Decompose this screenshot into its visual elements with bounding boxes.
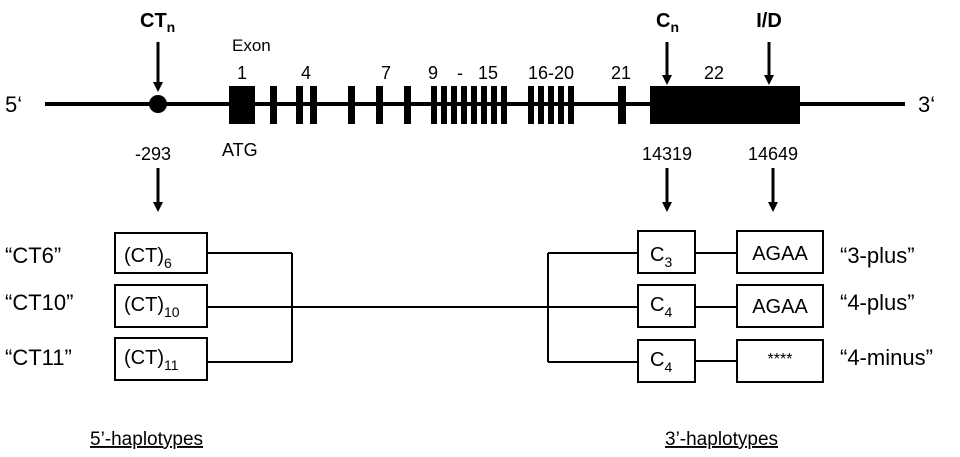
exon-18 [548,86,554,124]
ct-position-label: -293 [135,144,171,164]
exon-label-1: 1 [237,63,247,83]
ct-marker-label: CTn [140,10,175,35]
exon-blocks [229,86,800,124]
exon-label-16-20: 16-20 [528,63,574,83]
exon-20 [568,86,574,124]
ct10-box-label: (CT)10 [124,294,180,320]
exon-19 [558,86,564,124]
exon-13 [481,86,487,124]
exon-title: Exon [232,36,271,55]
name-4-plus: “4-plus” [840,290,915,315]
three-haplotype-group: C3 AGAA “3-plus” C4 AGAA “4-plus” C4 ***… [547,230,933,383]
seq-label-3-plus: AGAA [752,243,808,265]
five-haplotypes-title: 5’-haplotypes [90,429,203,450]
exon-12 [471,86,477,124]
ct6-box-label: (CT)6 [124,245,172,271]
exon-11 [461,86,467,124]
exon-3 [296,86,303,124]
exon-9 [441,86,447,124]
exon-1 [229,86,255,124]
c-position-label: 14319 [642,144,692,164]
c3-box [637,230,696,274]
exon-8 [431,86,437,124]
exon-label-7: 7 [381,63,391,83]
exon-14 [491,86,497,124]
three-haplotypes-title: 3’-haplotypes [665,429,778,450]
atg-label: ATG [222,140,258,160]
exon-label-dash: - [457,63,463,83]
exon-label-4: 4 [301,63,311,83]
seq-box-4-plus [736,284,824,328]
ct11-box [114,337,208,381]
exon-22 [650,86,800,124]
exon-label-22: 22 [704,63,724,83]
exon-10 [451,86,457,124]
ct11-box-label: (CT)11 [124,347,179,373]
five-haplotype-group: “CT6” (CT)6 “CT10” (CT)10 “CT11” (CT)11 [5,232,293,381]
name-4-minus: “4-minus” [840,345,933,370]
seq-label-4-minus: **** [768,351,793,368]
ct11-name: “CT11” [5,345,72,370]
name-3-plus: “3-plus” [840,243,915,268]
seq-box-3-plus [736,230,824,274]
exon-label-21: 21 [611,63,631,83]
exon-17 [538,86,544,124]
exon-15 [501,86,507,124]
exon-5 [348,86,355,124]
exon-label-9: 9 [428,63,438,83]
seq-label-4-plus: AGAA [752,296,808,318]
id-marker-label: I/D [756,10,782,32]
id-position-label: 14649 [748,144,798,164]
exon-16 [528,86,534,124]
ct10-box [114,284,208,328]
ct6-name: “CT6” [5,243,61,268]
three-prime-label: 3‘ [918,92,935,117]
c-marker-label: Cn [656,10,679,35]
seq-box-4-minus [736,339,824,383]
exon-21 [618,86,626,124]
c4-minus-box-label: C4 [650,349,672,375]
ct-promoter-dot [149,95,167,113]
c3-box-label: C3 [650,244,672,270]
c4-plus-box-label: C4 [650,294,672,320]
exon-6 [376,86,383,124]
exon-label-15: 15 [478,63,498,83]
exon-7 [404,86,411,124]
five-prime-label: 5‘ [5,92,22,117]
exon-2 [270,86,277,124]
ct10-name: “CT10” [5,290,73,315]
exon-4 [310,86,317,124]
